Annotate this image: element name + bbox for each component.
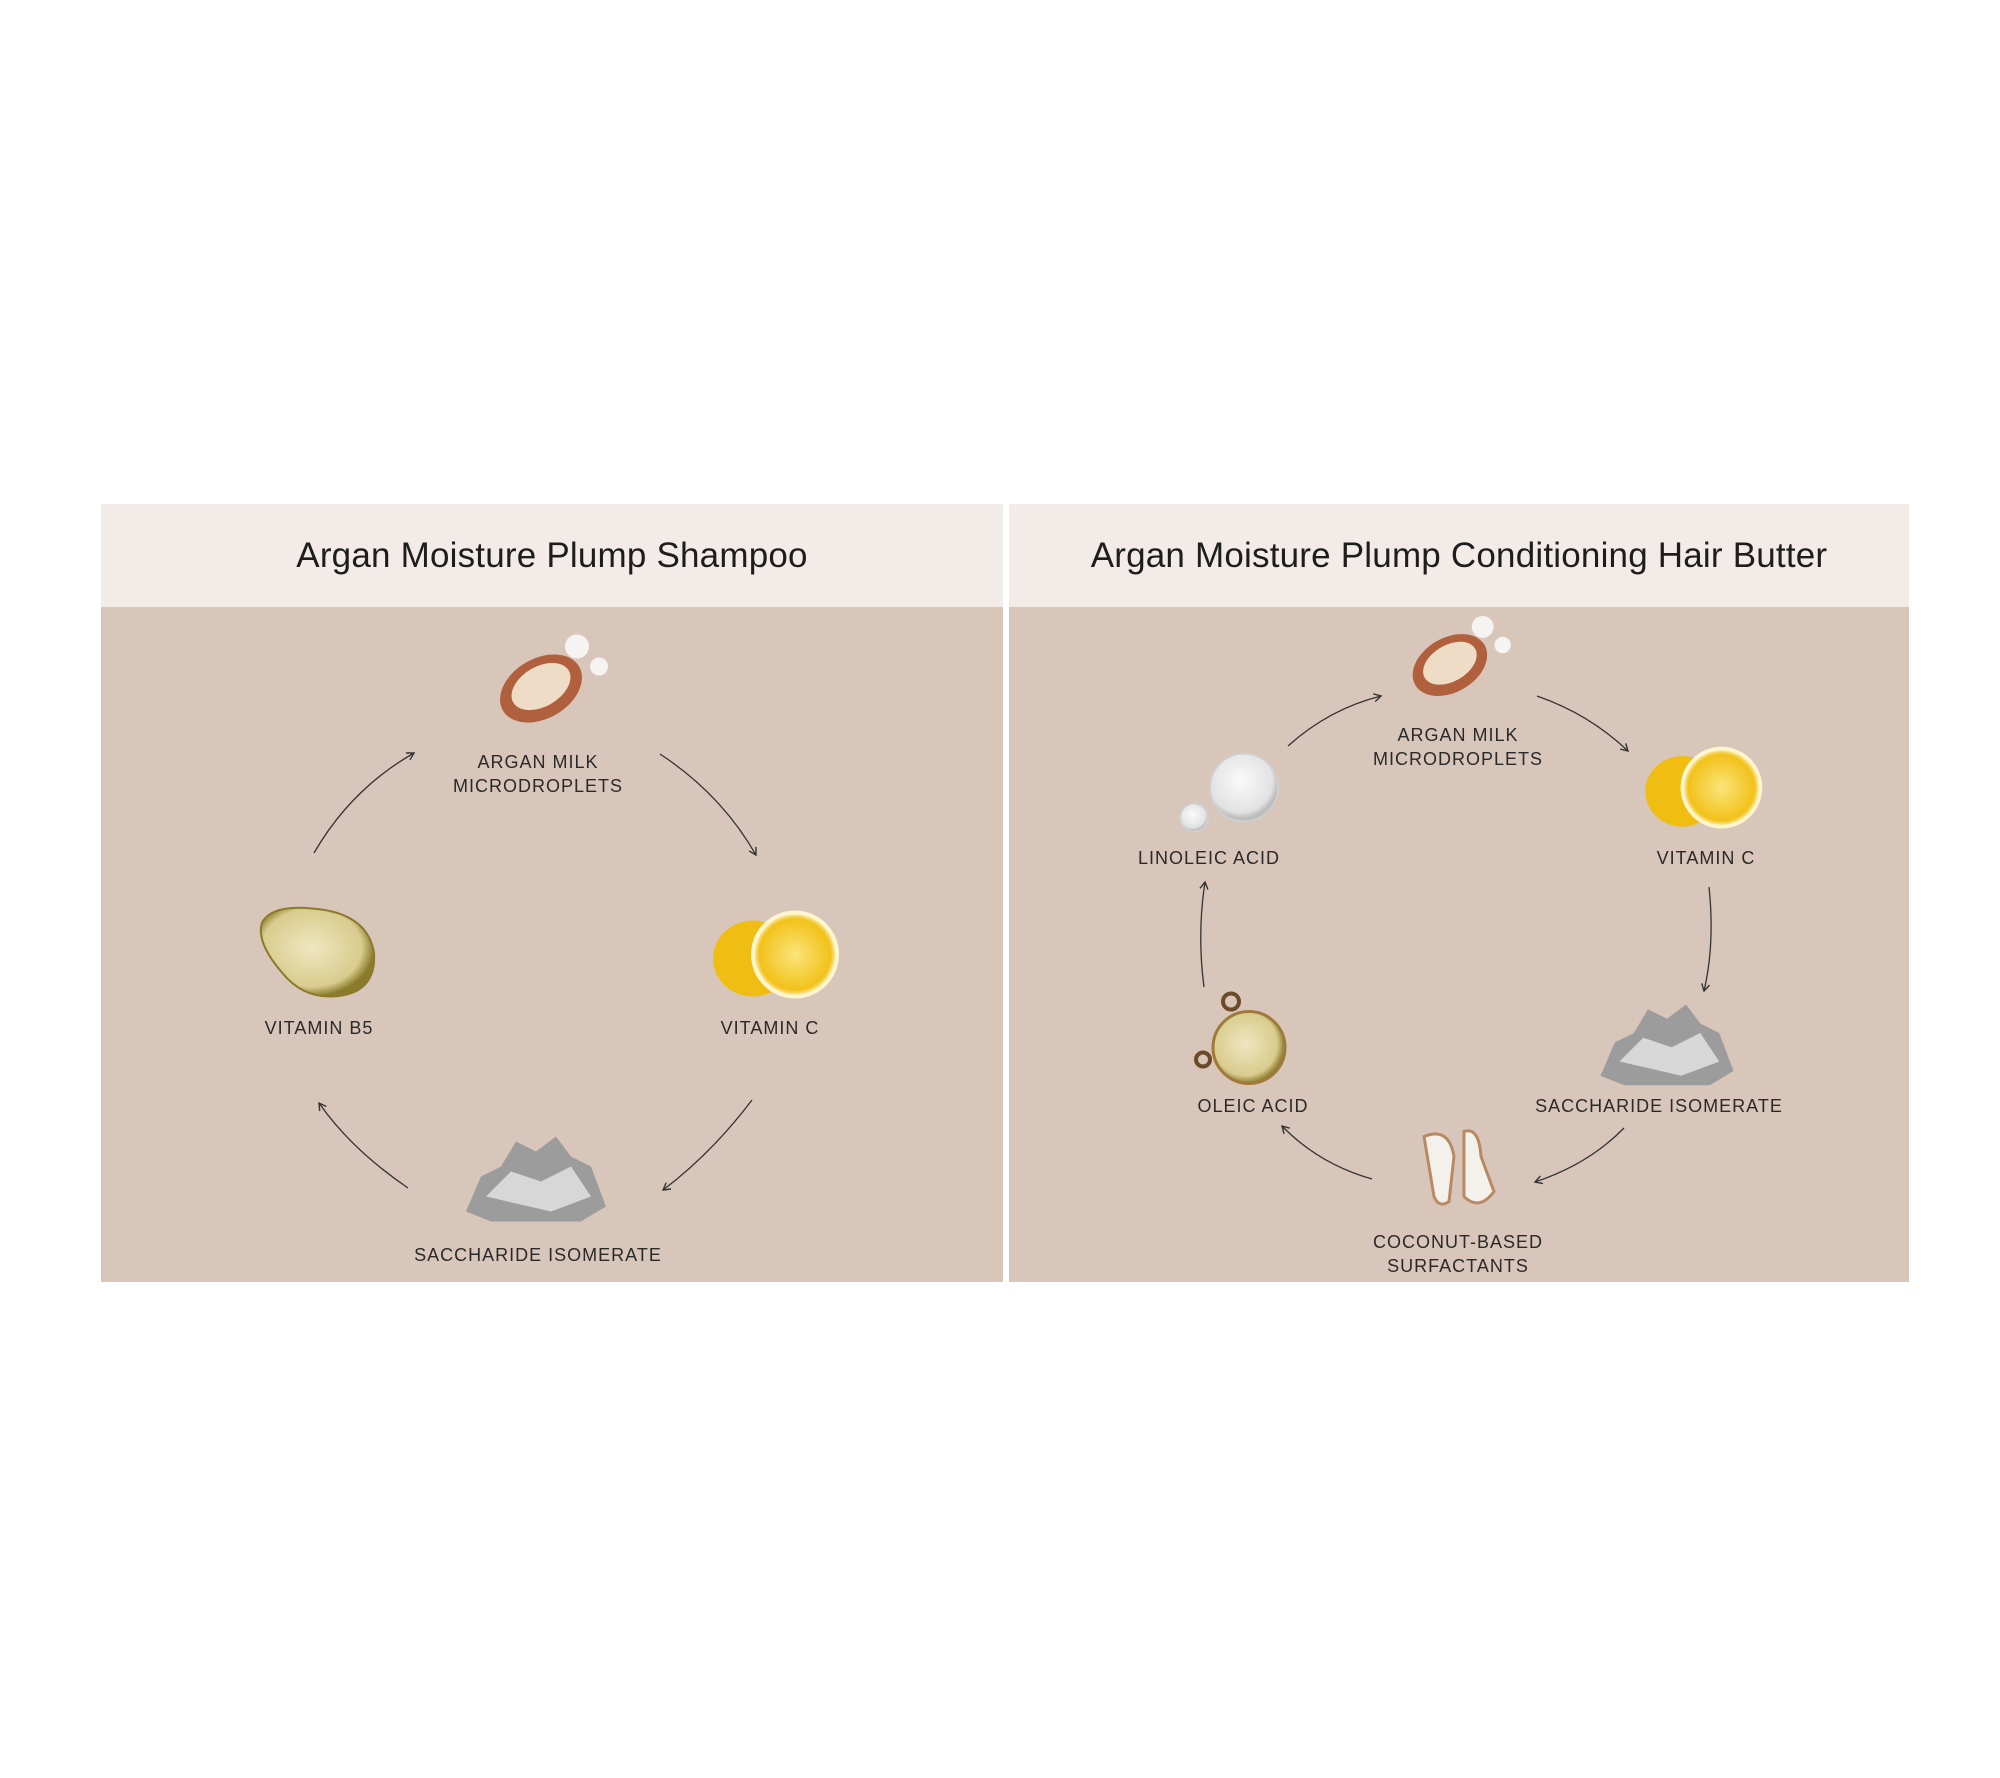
label-line: SURFACTANTS xyxy=(1387,1256,1529,1276)
lemon-icon xyxy=(1636,743,1766,842)
ingredient-label: VITAMIN C xyxy=(1656,848,1756,868)
argan-nut-icon xyxy=(481,629,621,744)
ingredient-label: VITAMIN C xyxy=(720,1018,820,1038)
arrow xyxy=(661,1099,753,1191)
ingredient-label: COCONUT-BASED SURFACTANTS xyxy=(1373,1230,1543,1278)
arrow xyxy=(1287,693,1383,747)
ingredient-label: SACCHARIDE ISOMERATE xyxy=(1535,1096,1783,1116)
arrow xyxy=(1701,886,1712,993)
clear-bubble-icon xyxy=(1176,748,1286,843)
panel-header: Argan Moisture Plump Conditioning Hair B… xyxy=(1009,504,1909,607)
arrow xyxy=(1536,695,1630,752)
label-line: ARGAN MILK xyxy=(477,752,599,772)
lemon-icon xyxy=(703,907,843,1012)
arrow xyxy=(1199,880,1209,988)
coconut-icon xyxy=(1409,1117,1509,1222)
arrow xyxy=(1533,1127,1625,1185)
panel-title: Argan Moisture Plump Shampoo xyxy=(296,535,808,575)
argan-nut-icon xyxy=(1394,611,1524,716)
shampoo-panel: Argan Moisture Plump Shampoo ARGAN MILK M… xyxy=(101,504,1003,1282)
arrow xyxy=(313,752,416,854)
ingredient-label: OLEIC ACID xyxy=(1197,1096,1309,1116)
cycle-arrows xyxy=(1199,693,1712,1185)
label-line: MICRODROPLETS xyxy=(452,776,624,796)
ingredient-label: LINOLEIC ACID xyxy=(1137,848,1281,868)
cycle-arrows xyxy=(313,752,757,1191)
oil-drop-icon xyxy=(252,903,382,1008)
arrow xyxy=(659,753,757,857)
panel-title: Argan Moisture Plump Conditioning Hair B… xyxy=(1090,535,1828,575)
arrow xyxy=(318,1101,409,1189)
arrow xyxy=(1281,1124,1373,1180)
panel-header: Argan Moisture Plump Shampoo xyxy=(101,504,1003,607)
label-line: COCONUT-BASED xyxy=(1372,1232,1544,1252)
oil-bubble-icon xyxy=(1189,988,1299,1103)
powder-icon xyxy=(461,1127,611,1232)
hair-butter-panel: Argan Moisture Plump Conditioning Hair B… xyxy=(1009,504,1909,1282)
ingredient-label: ARGAN MILK MICRODROPLETS xyxy=(453,750,623,798)
ingredient-label: ARGAN MILK MICRODROPLETS xyxy=(1373,723,1543,771)
ingredient-label: VITAMIN B5 xyxy=(264,1018,374,1038)
label-line: MICRODROPLETS xyxy=(1372,749,1544,769)
ingredient-label: SACCHARIDE ISOMERATE xyxy=(414,1245,662,1265)
powder-icon xyxy=(1595,995,1740,1095)
label-line: ARGAN MILK xyxy=(1397,725,1519,745)
